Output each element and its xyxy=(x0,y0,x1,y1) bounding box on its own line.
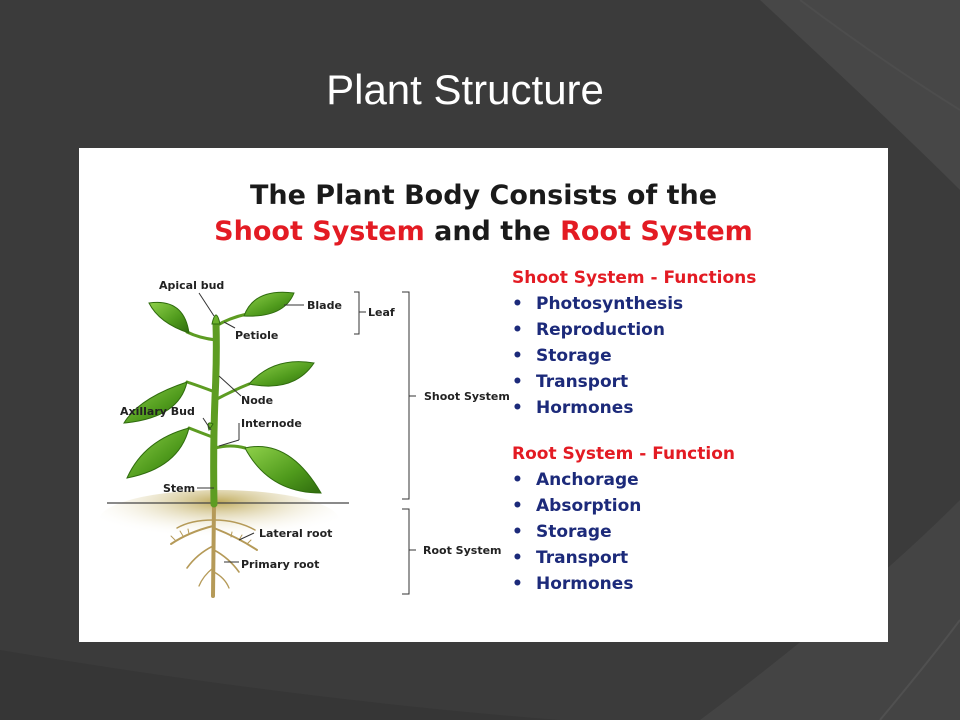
list-item: •Photosynthesis xyxy=(512,291,756,317)
diagram-heading-line2: Shoot System and the Root System xyxy=(79,216,888,247)
list-item: •Hormones xyxy=(512,395,756,421)
bullet: • xyxy=(512,398,523,418)
bullet: • xyxy=(512,522,523,542)
leaf-mid-left xyxy=(123,381,188,424)
list-item: •Storage xyxy=(512,519,735,545)
bullet: • xyxy=(512,548,523,568)
leaf-top-right xyxy=(243,291,295,317)
slide-title: Plant Structure xyxy=(326,66,604,113)
label-node: Node xyxy=(241,394,273,407)
diagram-panel: The Plant Body Consists of the Shoot Sys… xyxy=(79,148,888,642)
heading-shoot-system: Shoot System xyxy=(214,216,425,247)
label-leaf: Leaf xyxy=(368,306,395,319)
shoot-functions-list: Shoot System - Functions •Photosynthesis… xyxy=(512,265,756,421)
list-item: •Transport xyxy=(512,369,756,395)
label-petiole: Petiole xyxy=(235,329,278,342)
heading-root-system: Root System xyxy=(560,216,753,247)
list-item: •Hormones xyxy=(512,571,735,597)
label-root-system: Root System xyxy=(423,544,502,557)
label-shoot-system: Shoot System xyxy=(424,390,510,403)
plant-diagram: Apical bud Blade Leaf Petiole Node Axill… xyxy=(99,279,510,598)
stem xyxy=(210,319,220,508)
list-item: •Anchorage xyxy=(512,467,735,493)
label-stem: Stem xyxy=(163,482,195,495)
label-axillary-bud: Axillary Bud xyxy=(120,405,195,418)
root-structure xyxy=(170,501,258,598)
label-blade: Blade xyxy=(307,299,342,312)
label-internode: Internode xyxy=(241,417,302,430)
diagram-heading-line1: The Plant Body Consists of the xyxy=(249,180,718,211)
bullet: • xyxy=(512,320,523,340)
bullet: • xyxy=(512,470,523,490)
root-functions-list: Root System - Function •Anchorage •Absor… xyxy=(512,441,735,597)
bullet: • xyxy=(512,574,523,594)
bullet: • xyxy=(512,346,523,366)
bullet: • xyxy=(512,496,523,516)
heading-connector: and the xyxy=(424,216,561,247)
shoot-functions-title: Shoot System - Functions xyxy=(512,268,757,288)
label-primary-root: Primary root xyxy=(241,558,319,571)
apical-bud xyxy=(211,314,221,325)
leaf-mid-right xyxy=(248,361,315,387)
list-item: •Storage xyxy=(512,343,756,369)
root-functions-title: Root System - Function xyxy=(512,444,735,464)
leaf-low-right xyxy=(244,446,322,494)
list-item: •Absorption xyxy=(512,493,735,519)
label-leaders xyxy=(197,291,416,595)
leaf-top-left xyxy=(148,301,190,334)
bullet: • xyxy=(512,372,523,392)
list-item: •Transport xyxy=(512,545,735,571)
label-lateral-root: Lateral root xyxy=(259,527,332,540)
label-apical-bud: Apical bud xyxy=(159,279,224,292)
leaves xyxy=(123,291,322,494)
leaf-low-left xyxy=(126,427,190,479)
bullet: • xyxy=(512,294,523,314)
list-item: •Reproduction xyxy=(512,317,756,343)
